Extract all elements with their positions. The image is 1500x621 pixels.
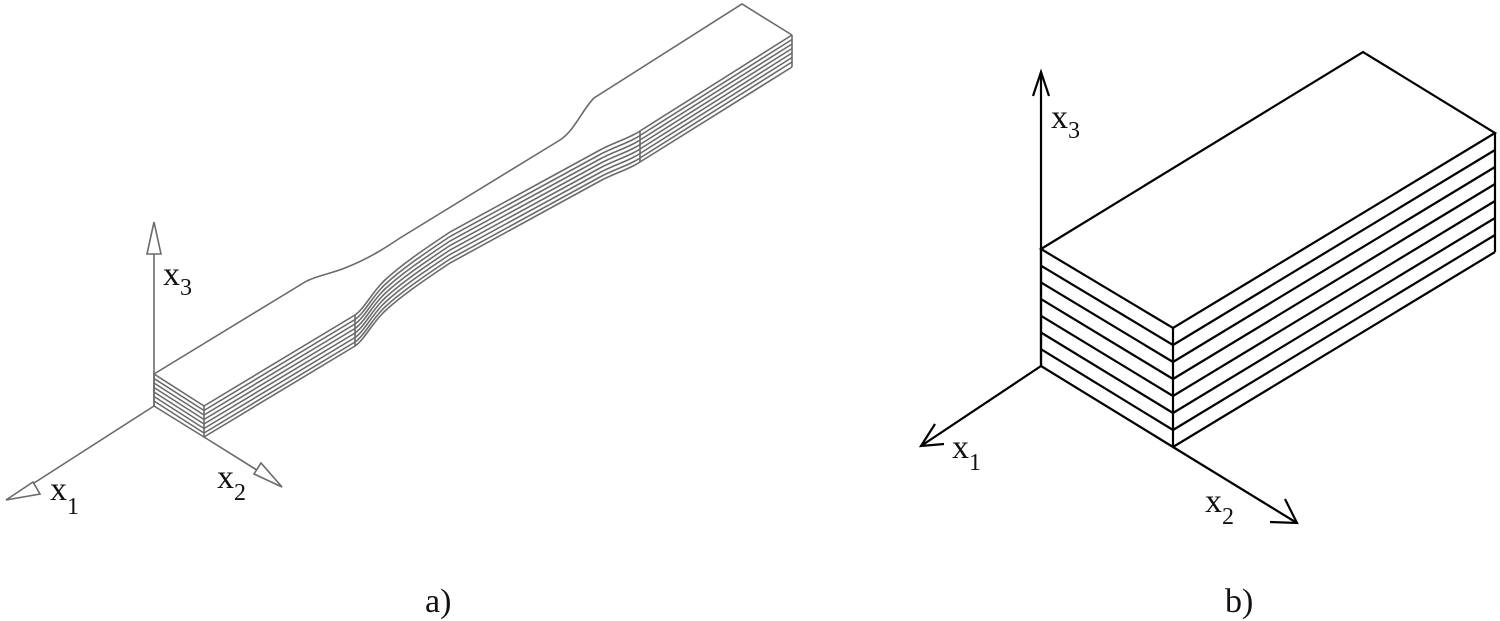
x2-label: x2: [1205, 483, 1234, 530]
specimen-back-edge: [153, 3, 793, 375]
x1-arrowhead-icon: [5, 480, 42, 501]
specimen-front-top-edge: [153, 373, 205, 407]
x2-label: x2: [217, 459, 246, 506]
x3-arrowhead-icon: [146, 221, 162, 255]
x1-arrowhead-icon: [918, 423, 945, 448]
panel-b: x3 x1 x2 b): [918, 50, 1498, 620]
end-face-layers: [153, 377, 205, 438]
block-side-face-layers: [1172, 149, 1496, 448]
x2-axis-line: [1172, 446, 1298, 524]
block-layers: [1040, 149, 1496, 448]
x1-label: x1: [50, 471, 79, 520]
specimen-layers: [153, 34, 793, 438]
specimen-outline: [153, 3, 793, 437]
x1-label: x1: [952, 429, 981, 476]
caption-a: a): [425, 583, 451, 620]
block-outline: [1038, 50, 1498, 447]
x3-arrowhead-icon: [1031, 68, 1051, 97]
x1-axis-line: [19, 405, 155, 493]
panel-a: x3 x1 x2 a): [5, 3, 793, 620]
caption-b: b): [1225, 583, 1253, 620]
block-end-face-layers: [1040, 264, 1174, 448]
x2-arrowhead-icon: [252, 461, 283, 488]
x1-axis-line: [920, 365, 1042, 447]
x2-arrowhead-icon: [1269, 498, 1299, 525]
x3-label: x3: [1051, 99, 1080, 144]
side-face-layers: [203, 34, 793, 438]
panel-a-axes: [5, 221, 283, 501]
x3-label: x3: [163, 256, 192, 301]
